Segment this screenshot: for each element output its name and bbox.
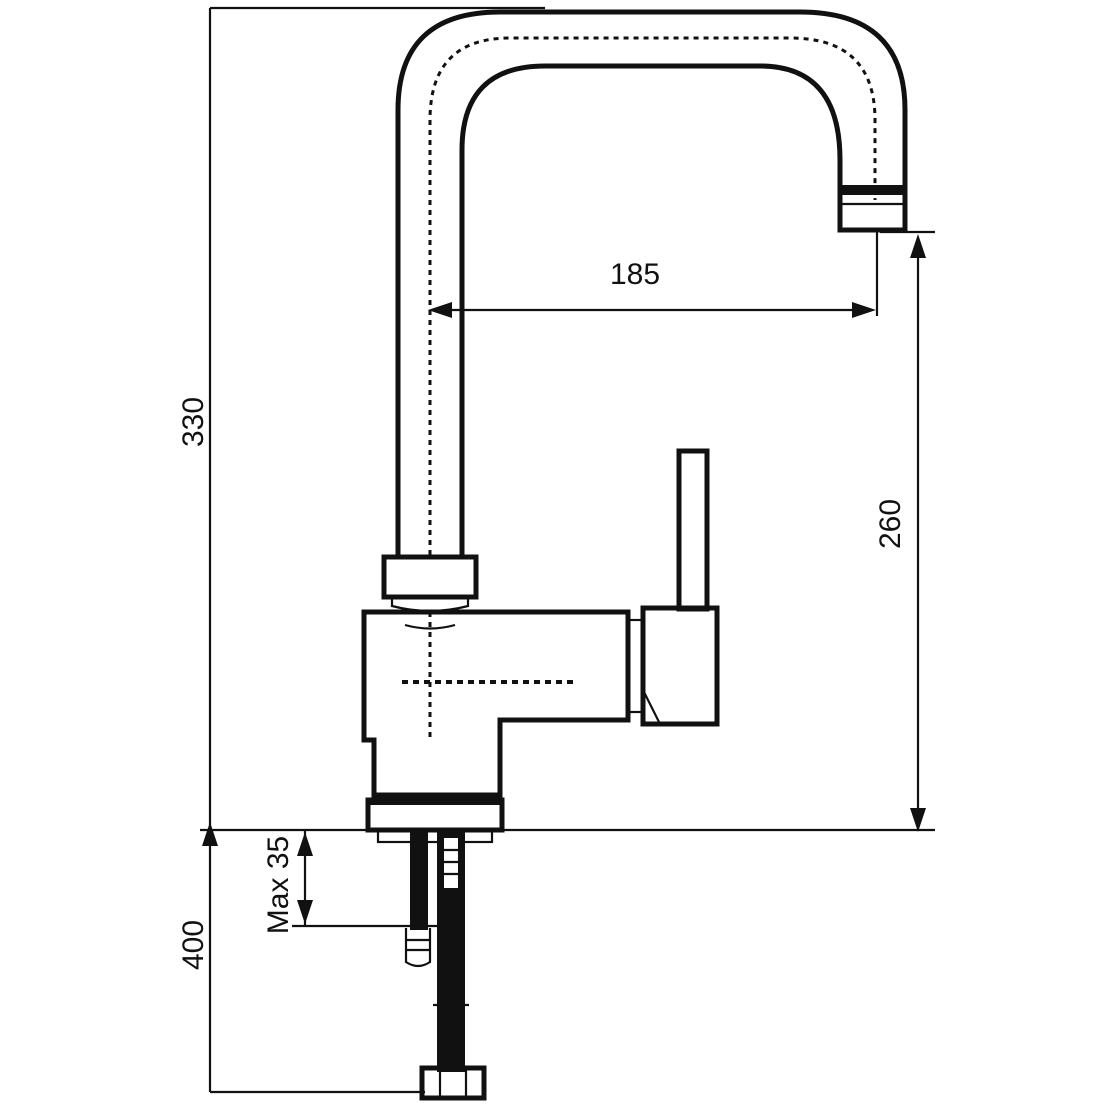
dimension-hose-length: 400	[177, 822, 218, 970]
dimension-label-max-35: Max 35	[262, 836, 295, 934]
faucet-body	[361, 609, 631, 798]
dimension-max-counter-thickness: Max 35	[262, 830, 460, 934]
dimension-label-260: 260	[874, 499, 907, 549]
faucet-spout	[395, 9, 908, 555]
spout-collar	[381, 554, 479, 630]
dimension-spout-reach: 185	[428, 232, 879, 318]
dimension-label-185: 185	[610, 258, 660, 291]
dimension-spout-height: 260	[874, 234, 926, 832]
dimension-total-height: 330	[177, 397, 210, 447]
supply-hoses	[404, 830, 487, 1101]
dimension-label-330: 330	[177, 397, 210, 447]
lever-handle	[628, 448, 720, 727]
reference-lines	[200, 6, 935, 1094]
base-plate	[365, 797, 505, 844]
dimension-label-400: 400	[177, 920, 210, 970]
